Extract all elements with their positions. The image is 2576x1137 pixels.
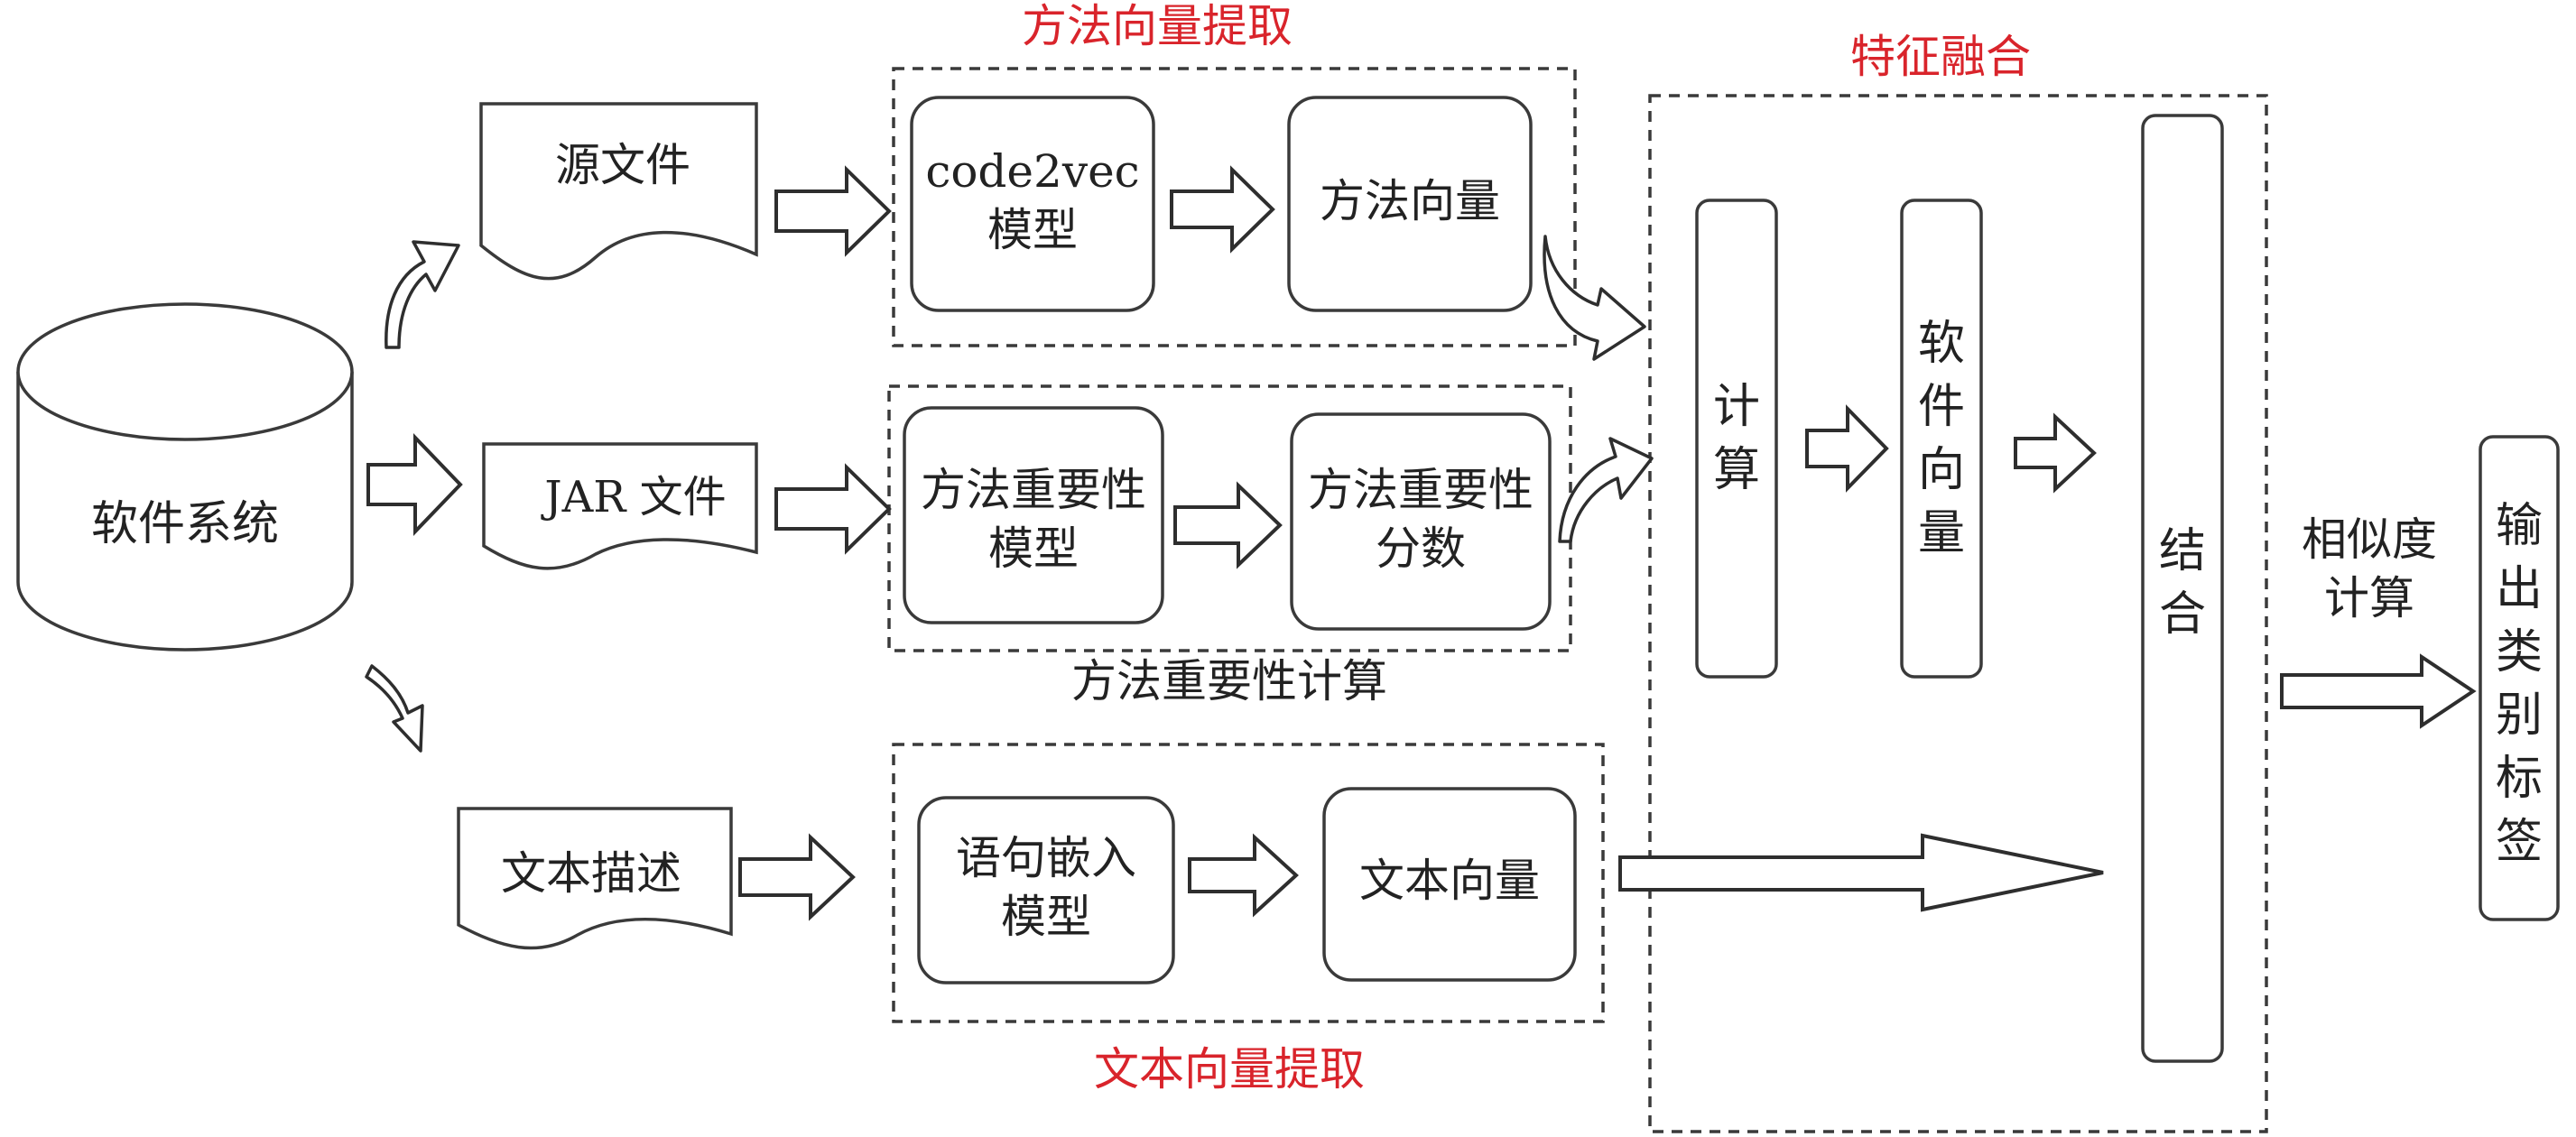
curved-arrow-score-to-fusion bbox=[1558, 437, 1654, 543]
method-vector-label: 方法向量 bbox=[1320, 175, 1500, 227]
software-vector-char-1: 软 bbox=[1918, 317, 1965, 371]
text-vector-label: 文本向量 bbox=[1359, 855, 1540, 907]
software-vector-char-2: 件 bbox=[1918, 380, 1965, 434]
arrow-text-vector-to-combine bbox=[1618, 833, 2104, 912]
arrow-text-desc-to-sentence-model bbox=[738, 833, 856, 921]
group-method-vector-frame bbox=[892, 67, 1577, 347]
compute-char-2: 算 bbox=[1713, 443, 1760, 497]
arrow-software-vector-to-combine bbox=[2014, 412, 2097, 494]
sentence-embedding-model-box: 语句嵌入 模型 bbox=[917, 796, 1175, 984]
arrow-source-to-code2vec bbox=[774, 165, 892, 257]
importance-model-box: 方法重要性 模型 bbox=[903, 406, 1164, 624]
importance-score-line2: 分数 bbox=[1376, 522, 1466, 575]
importance-score-line1: 方法重要性 bbox=[1308, 464, 1534, 516]
compute-char-1: 计 bbox=[1713, 380, 1760, 434]
output-char-3: 类 bbox=[2496, 625, 2543, 679]
importance-model-line2: 模型 bbox=[988, 522, 1079, 575]
importance-score-box: 方法重要性 分数 bbox=[1290, 412, 1552, 631]
source-file-document: 源文件 bbox=[479, 102, 758, 281]
combine-char-2: 合 bbox=[2159, 587, 2206, 642]
code2vec-label-line2: 模型 bbox=[987, 204, 1078, 256]
group-text-vector-title: 文本向量提取 bbox=[1094, 1043, 1365, 1095]
arrow-combine-to-output bbox=[2280, 653, 2477, 729]
curved-arrow-method-vector-to-fusion bbox=[1543, 235, 1646, 361]
group-feature-fusion-frame bbox=[1648, 94, 2268, 1133]
group-method-vector-title: 方法向量提取 bbox=[1022, 0, 1293, 52]
software-vector-column: 软 件 向 量 bbox=[1900, 199, 1983, 679]
text-vector-box: 文本向量 bbox=[1322, 787, 1577, 982]
output-label-column: 输 出 类 别 标 签 bbox=[2479, 435, 2560, 921]
text-description-document: 文本描述 bbox=[457, 807, 733, 950]
arrow-sentence-model-to-text-vector bbox=[1188, 833, 1299, 918]
curved-arrow-system-to-text bbox=[365, 664, 424, 753]
software-system-database: 软件系统 bbox=[16, 302, 354, 652]
jar-file-label: JAR 文件 bbox=[540, 472, 726, 522]
source-file-label: 源文件 bbox=[555, 139, 690, 191]
arrow-compute-to-software-vector bbox=[1805, 404, 1889, 493]
code2vec-label-line1: code2vec bbox=[925, 145, 1139, 198]
compute-column: 计 算 bbox=[1695, 199, 1778, 679]
group-feature-fusion-title: 特征融合 bbox=[1850, 31, 2031, 83]
output-char-2: 出 bbox=[2496, 562, 2543, 616]
importance-model-line1: 方法重要性 bbox=[921, 464, 1146, 516]
method-vector-box: 方法向量 bbox=[1287, 96, 1533, 312]
output-char-1: 输 bbox=[2496, 499, 2543, 553]
combine-column: 结 合 bbox=[2141, 114, 2224, 1063]
text-description-label: 文本描述 bbox=[501, 847, 681, 900]
sentence-model-line1: 语句嵌入 bbox=[956, 832, 1136, 884]
sentence-model-line2: 模型 bbox=[1001, 891, 1091, 943]
arrow-jar-to-importance-model bbox=[774, 463, 892, 555]
similarity-label-line2: 计算 bbox=[2324, 572, 2414, 624]
arrow-code2vec-to-method-vector bbox=[1170, 165, 1275, 254]
code2vec-model-box: code2vec 模型 bbox=[910, 96, 1155, 312]
software-vector-char-4: 量 bbox=[1918, 506, 1965, 560]
software-vector-char-3: 向 bbox=[1918, 443, 1965, 497]
jar-file-document: JAR 文件 bbox=[482, 442, 758, 570]
group-method-importance-title: 方法重要性计算 bbox=[1071, 655, 1387, 707]
output-char-4: 别 bbox=[2496, 689, 2543, 743]
arrow-importance-model-to-score bbox=[1173, 481, 1283, 569]
curved-arrow-system-to-source bbox=[385, 240, 460, 349]
software-system-label: 软件系统 bbox=[91, 497, 279, 551]
output-char-6: 签 bbox=[2496, 815, 2543, 869]
output-char-5: 标 bbox=[2496, 752, 2543, 806]
similarity-label-line1: 相似度 bbox=[2302, 513, 2437, 566]
combine-char-1: 结 bbox=[2159, 524, 2206, 578]
arrow-system-to-jar bbox=[366, 433, 463, 536]
